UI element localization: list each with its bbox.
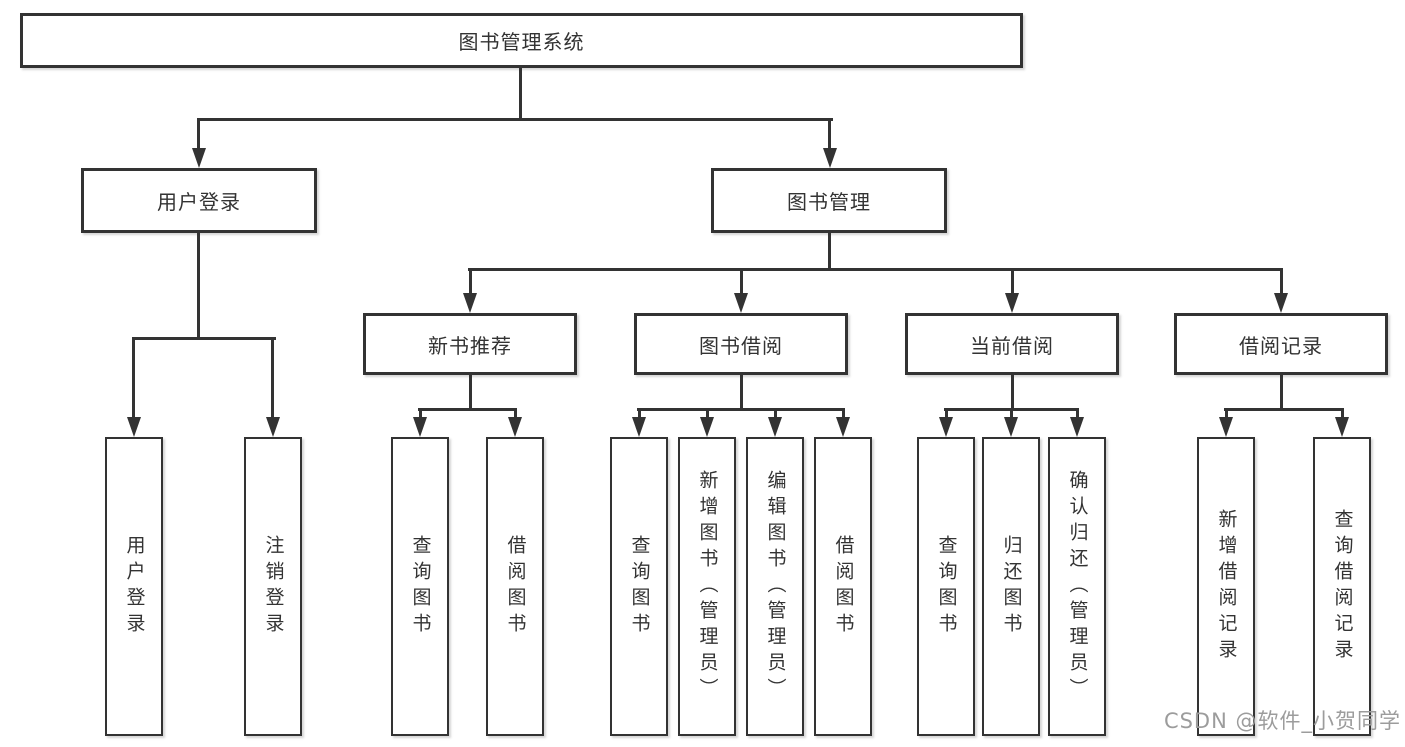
leaf-bb-add-books-admin-label: 新增图书（管理员）: [696, 469, 719, 704]
arrow-shaft-to-logout-leaf: [271, 337, 274, 420]
arrow-shaft-to-book-management: [828, 118, 831, 151]
arrow-shaft-to-current-borrow: [1011, 268, 1014, 296]
arrow-shaft-g2-add: [706, 408, 709, 420]
leaf-bb-edit-books-admin-label: 编辑图书（管理员）: [764, 469, 787, 704]
arrow-shaft-g4-query: [1341, 408, 1344, 420]
leaf-cb-return-books-label: 归还图书: [1000, 534, 1023, 639]
root-branch-line: [197, 118, 833, 121]
node-library-management-system: 图书管理系统: [20, 13, 1023, 68]
borrow-records-branch-line: [1224, 408, 1344, 411]
leaf-user-login: 用户登录: [105, 437, 163, 736]
node-borrow-records-label: 借阅记录: [1239, 333, 1323, 358]
arrowhead-g2-query: [632, 417, 646, 437]
node-book-management: 图书管理: [711, 168, 947, 233]
book-management-branch-line: [468, 268, 1282, 271]
node-new-book-recommend-label: 新书推荐: [428, 333, 512, 358]
csdn-watermark: CSDN @软件_小贺同学: [1163, 709, 1401, 733]
arrowhead-to-borrow-records: [1274, 293, 1288, 313]
arrowhead-g1-borrow: [508, 417, 522, 437]
arrowhead-g3-query: [939, 417, 953, 437]
arrow-shaft-to-borrow-records: [1280, 268, 1283, 296]
arrow-shaft-g3-confirm: [1076, 408, 1079, 420]
leaf-br-add-record: 新增借阅记录: [1197, 437, 1255, 736]
leaf-cb-query-books-label: 查询图书: [935, 534, 958, 639]
book-management-stem-line: [828, 233, 831, 268]
node-book-borrow-label: 图书借阅: [699, 333, 783, 358]
arrowhead-to-book-borrow: [734, 293, 748, 313]
node-borrow-records: 借阅记录: [1174, 313, 1388, 375]
leaf-nbr-query-books: 查询图书: [391, 437, 449, 736]
arrow-shaft-g2-query: [638, 408, 641, 420]
arrowhead-to-user-login: [192, 148, 206, 168]
arrowhead-to-current-borrow: [1005, 293, 1019, 313]
arrow-shaft-to-book-borrow: [740, 268, 743, 296]
user-login-branch-line: [132, 337, 276, 340]
arrow-shaft-g1-borrow: [514, 408, 517, 420]
arrowhead-g2-edit: [768, 417, 782, 437]
leaf-logout-label: 注销登录: [262, 534, 285, 639]
new-book-recommend-stem-line: [469, 375, 472, 408]
arrow-shaft-g4-add: [1225, 408, 1228, 420]
user-login-stem-line: [197, 233, 200, 338]
leaf-nbr-borrow-books: 借阅图书: [486, 437, 544, 736]
arrowhead-g2-add: [700, 417, 714, 437]
arrowhead-g4-query: [1335, 417, 1349, 437]
arrow-shaft-g1-query: [419, 408, 422, 420]
new-book-recommend-branch-line: [418, 408, 517, 411]
leaf-bb-query-books: 查询图书: [610, 437, 668, 736]
leaf-bb-borrow-books: 借阅图书: [814, 437, 872, 736]
leaf-user-login-label: 用户登录: [123, 534, 146, 639]
arrow-shaft-to-login-leaf: [132, 337, 135, 420]
arrow-shaft-to-user-login: [197, 118, 200, 151]
leaf-cb-return-books: 归还图书: [982, 437, 1040, 736]
arrow-shaft-g3-query: [945, 408, 948, 420]
arrowhead-g1-query: [413, 417, 427, 437]
book-borrow-branch-line: [637, 408, 845, 411]
arrowhead-to-logout-leaf: [266, 417, 280, 437]
leaf-nbr-borrow-books-label: 借阅图书: [504, 534, 527, 639]
arrow-shaft-g2-edit: [774, 408, 777, 420]
node-user-login-label: 用户登录: [157, 190, 241, 214]
leaf-cb-confirm-return-admin: 确认归还（管理员）: [1048, 437, 1106, 736]
node-book-borrow: 图书借阅: [634, 313, 848, 375]
arrowhead-to-book-management: [823, 148, 837, 168]
arrow-shaft-g2-borrow: [842, 408, 845, 420]
leaf-logout: 注销登录: [244, 437, 302, 736]
node-book-management-label: 图书管理: [787, 190, 871, 214]
leaf-br-add-record-label: 新增借阅记录: [1215, 508, 1238, 665]
arrowhead-to-new-book-recommend: [463, 293, 477, 313]
node-current-borrow: 当前借阅: [905, 313, 1119, 375]
book-borrow-stem-line: [740, 375, 743, 408]
root-stem-line: [519, 68, 522, 118]
node-user-login: 用户登录: [81, 168, 317, 233]
arrow-shaft-g3-return: [1010, 408, 1013, 420]
arrowhead-g4-add: [1219, 417, 1233, 437]
current-borrow-stem-line: [1011, 375, 1014, 408]
leaf-bb-borrow-books-label: 借阅图书: [832, 534, 855, 639]
arrow-shaft-to-new-book-recommend: [469, 268, 472, 296]
arrowhead-to-login-leaf: [127, 417, 141, 437]
leaf-bb-edit-books-admin: 编辑图书（管理员）: [746, 437, 804, 736]
leaf-nbr-query-books-label: 查询图书: [409, 534, 432, 639]
node-current-borrow-label: 当前借阅: [970, 333, 1054, 358]
leaf-cb-query-books: 查询图书: [917, 437, 975, 736]
arrowhead-g3-confirm: [1070, 417, 1084, 437]
leaf-cb-confirm-return-admin-label: 确认归还（管理员）: [1066, 469, 1089, 704]
arrowhead-g2-borrow: [836, 417, 850, 437]
leaf-bb-add-books-admin: 新增图书（管理员）: [678, 437, 736, 736]
borrow-records-stem-line: [1280, 375, 1283, 408]
leaf-br-query-record-label: 查询借阅记录: [1331, 508, 1354, 665]
leaf-br-query-record: 查询借阅记录: [1313, 437, 1371, 736]
node-new-book-recommend: 新书推荐: [363, 313, 577, 375]
node-library-management-system-label: 图书管理系统: [458, 30, 585, 54]
leaf-bb-query-books-label: 查询图书: [628, 534, 651, 639]
arrowhead-g3-return: [1004, 417, 1018, 437]
